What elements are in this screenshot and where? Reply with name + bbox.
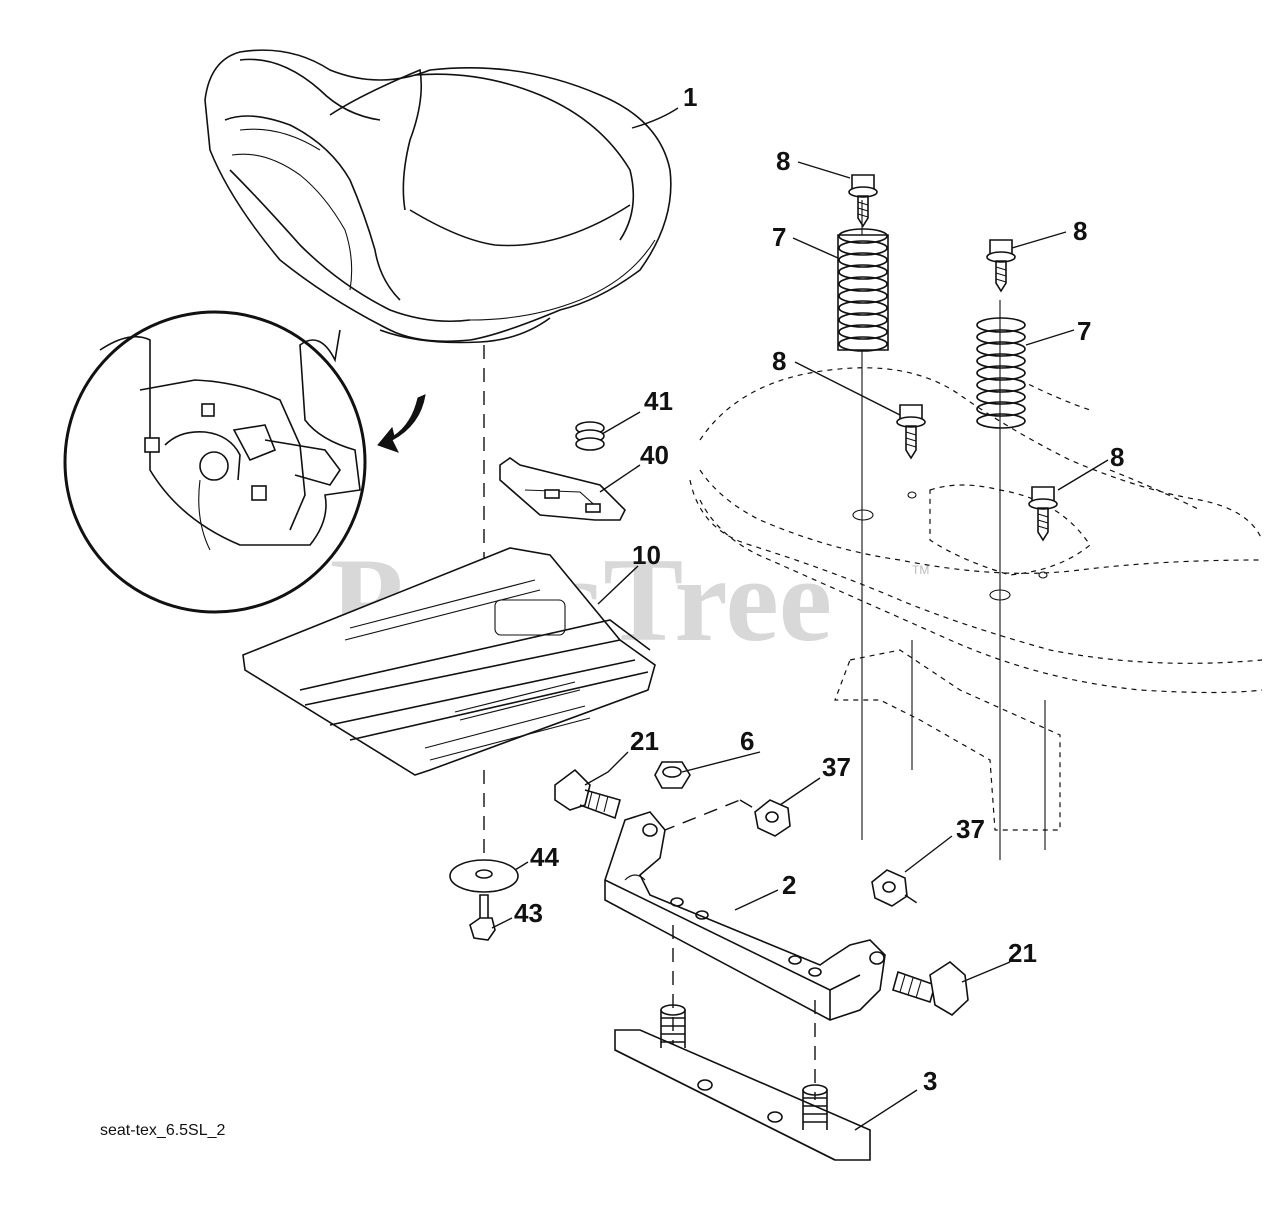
callout-8-b[interactable]: 8: [1073, 216, 1087, 246]
frame-outline: [689, 367, 1263, 831]
washer-44[interactable]: [449, 859, 519, 893]
callout-21-b[interactable]: 21: [1008, 938, 1037, 968]
callout-8-d[interactable]: 8: [1110, 442, 1124, 472]
callout-40[interactable]: 40: [640, 440, 669, 470]
callout-37-b[interactable]: 37: [956, 814, 985, 844]
callout-7-a[interactable]: 7: [772, 222, 786, 252]
figure-code: seat-tex_6.5SL_2: [100, 1122, 226, 1139]
plate-3[interactable]: [614, 1004, 871, 1161]
callout-8-a[interactable]: 8: [776, 146, 790, 176]
clip-40[interactable]: [499, 457, 626, 521]
callout-10[interactable]: 10: [632, 540, 661, 570]
bolt-8-mid-left[interactable]: [896, 404, 926, 460]
nut-37-upper[interactable]: [754, 799, 791, 837]
detail-inset: [63, 310, 426, 614]
seat-pan-10[interactable]: [242, 547, 656, 776]
bolt-8-top-right[interactable]: [986, 239, 1016, 293]
seat-part[interactable]: [204, 49, 672, 344]
callout-3[interactable]: 3: [923, 1066, 937, 1096]
bolt-8-top-left[interactable]: [848, 174, 878, 228]
bracket-2[interactable]: [604, 811, 886, 1021]
nut-37-axis: [739, 799, 758, 811]
bolt-43[interactable]: [469, 894, 496, 941]
callout-7-b[interactable]: 7: [1077, 316, 1091, 346]
callout-21-a[interactable]: 21: [630, 726, 659, 756]
trademark-text: TM: [912, 563, 929, 577]
spring-7-left[interactable]: [837, 228, 889, 352]
nut-37-lower[interactable]: [871, 869, 908, 907]
nut-37-lower-axis: [904, 894, 921, 906]
nut-6[interactable]: [654, 761, 691, 789]
callout-2[interactable]: 2: [782, 870, 796, 900]
bolt-21-right[interactable]: [892, 961, 969, 1016]
callout-6[interactable]: 6: [740, 726, 754, 756]
callout-1[interactable]: 1: [683, 82, 697, 112]
spring-41[interactable]: [575, 421, 605, 451]
callout-8-c[interactable]: 8: [772, 346, 786, 376]
callout-41[interactable]: 41: [644, 386, 673, 416]
bolt-8-mid-right[interactable]: [1028, 486, 1058, 542]
bracket-axis: [639, 799, 741, 841]
callout-43[interactable]: 43: [514, 898, 543, 928]
callout-44[interactable]: 44: [530, 842, 559, 872]
leader-lines: [491, 107, 1109, 1131]
spring-7-right[interactable]: [976, 317, 1026, 429]
bolt-21-left[interactable]: [554, 768, 621, 820]
callout-37-a[interactable]: 37: [822, 752, 851, 782]
